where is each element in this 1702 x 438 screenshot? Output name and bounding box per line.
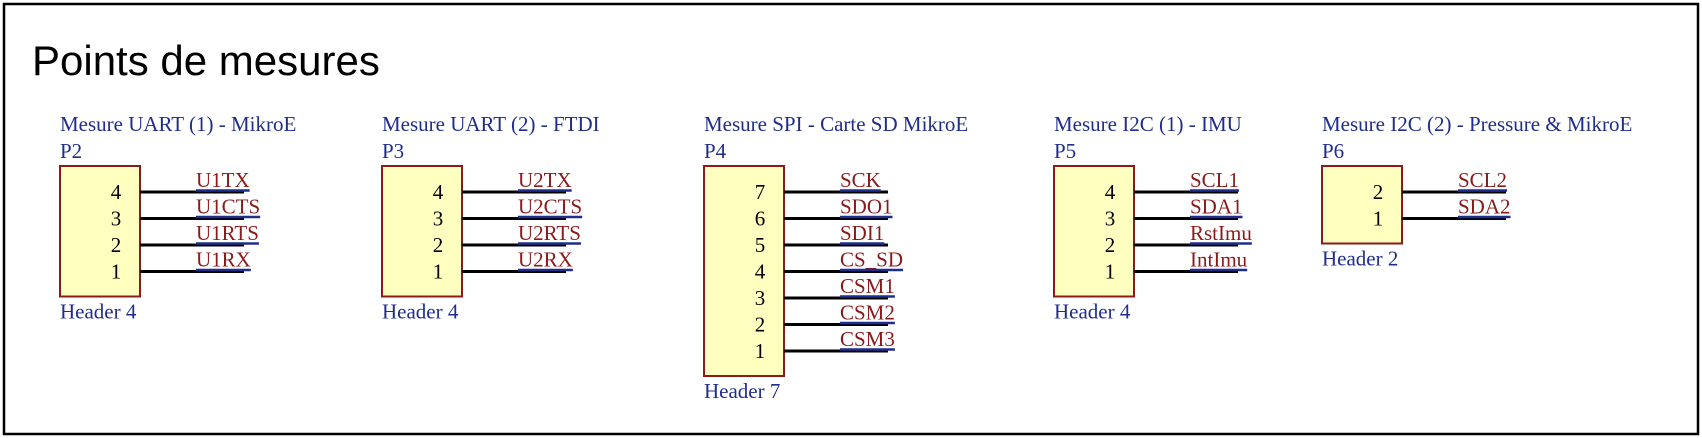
header-body — [1321, 165, 1403, 245]
connector-footprint: Header 4 — [60, 300, 137, 324]
pin-number: 1 — [1105, 260, 1116, 284]
header-body — [381, 165, 463, 298]
pin-number: 1 — [111, 260, 122, 284]
pin-number: 3 — [433, 207, 444, 231]
header-body — [1053, 165, 1135, 298]
net-label: U1CTS — [196, 195, 260, 219]
net-label: U1RX — [196, 248, 251, 272]
connector-label: Mesure I2C (2) - Pressure & MikroE — [1322, 112, 1632, 136]
connector-p4: Mesure SPI - Carte SD MikroE P4 7 SCK 6 SDO1 5… — [703, 112, 968, 403]
pin-number: 4 — [1105, 180, 1116, 204]
pin-number: 2 — [1105, 233, 1116, 257]
pin-number: 1 — [433, 260, 444, 284]
pin-number: 6 — [755, 207, 766, 231]
pin-number: 2 — [1373, 180, 1384, 204]
pin-number: 4 — [111, 180, 122, 204]
connector-label: Mesure UART (2) - FTDI — [382, 112, 600, 136]
connector-footprint: Header 2 — [1322, 247, 1398, 271]
net-label: CS_SD — [840, 248, 903, 272]
net-label: U2RX — [518, 248, 573, 272]
pin-number: 1 — [755, 339, 766, 363]
connector-p3: Mesure UART (2) - FTDI P3 4 U2TX 3 U2CTS 2 U2RT… — [381, 112, 600, 324]
net-label: SDA1 — [1190, 195, 1243, 219]
net-label: CSM1 — [840, 274, 895, 298]
connector-p6: Mesure I2C (2) - Pressure & MikroE P6 2 SCL… — [1321, 112, 1632, 271]
connector-designator: P3 — [382, 139, 404, 163]
pin-number: 7 — [755, 180, 766, 204]
connector-label: Mesure SPI - Carte SD MikroE — [704, 112, 968, 136]
header-body — [703, 165, 785, 377]
net-label: U1TX — [196, 168, 250, 192]
connector-designator: P5 — [1054, 139, 1076, 163]
pin-number: 2 — [433, 233, 444, 257]
net-label: IntImu — [1190, 248, 1248, 272]
connector-label: Mesure UART (1) - MikroE — [60, 112, 296, 136]
pin-number: 2 — [111, 233, 122, 257]
connector-p5: Mesure I2C (1) - IMU P5 4 SCL1 3 SDA1 2 RstImu 1… — [1053, 112, 1252, 324]
connector-footprint: Header 4 — [1054, 300, 1131, 324]
pin-number: 3 — [755, 286, 766, 310]
connector-footprint: Header 4 — [382, 300, 459, 324]
connector-footprint: Header 7 — [704, 379, 780, 403]
connector-designator: P6 — [1322, 139, 1344, 163]
sheet-title: Points de mesures — [32, 37, 380, 84]
net-label: SDA2 — [1458, 195, 1511, 219]
net-label: SDO1 — [840, 195, 893, 219]
pin-number: 4 — [755, 260, 766, 284]
pin-number: 4 — [433, 180, 444, 204]
pin-number: 5 — [755, 233, 766, 257]
net-label: U2RTS — [518, 221, 581, 245]
pin-number: 3 — [111, 207, 122, 231]
header-body — [59, 165, 141, 298]
pin-number: 1 — [1373, 207, 1384, 231]
net-label: SCL1 — [1190, 168, 1239, 192]
net-label: CSM3 — [840, 327, 895, 351]
net-label: RstImu — [1190, 221, 1252, 245]
pin-number: 3 — [1105, 207, 1116, 231]
net-label: U2TX — [518, 168, 572, 192]
net-label: SCK — [840, 168, 881, 192]
connector-designator: P2 — [60, 139, 82, 163]
net-label: SDI1 — [840, 221, 884, 245]
net-label: CSM2 — [840, 301, 895, 325]
net-label: U1RTS — [196, 221, 259, 245]
connector-designator: P4 — [704, 139, 727, 163]
net-label: U2CTS — [518, 195, 582, 219]
net-label: SCL2 — [1458, 168, 1507, 192]
connector-label: Mesure I2C (1) - IMU — [1054, 112, 1242, 136]
pin-number: 2 — [755, 313, 766, 337]
